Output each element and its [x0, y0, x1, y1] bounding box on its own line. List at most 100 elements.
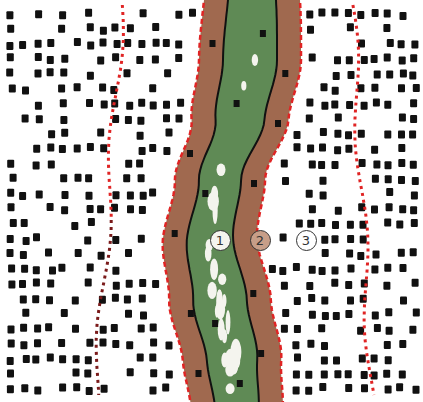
building: [332, 221, 339, 229]
building: [347, 23, 354, 31]
building: [20, 295, 27, 303]
building: [371, 146, 378, 154]
dotted-roads: [96, 5, 374, 395]
building: [361, 371, 368, 379]
building: [100, 326, 107, 334]
building: [149, 354, 156, 362]
building: [86, 99, 93, 107]
building: [21, 265, 28, 273]
building: [127, 205, 134, 213]
building: [22, 309, 29, 317]
building: [331, 9, 338, 17]
building: [307, 220, 314, 228]
building: [293, 371, 300, 379]
building: [34, 386, 41, 394]
building: [139, 206, 146, 214]
building: [361, 102, 368, 110]
building: [149, 144, 156, 152]
building: [293, 387, 300, 395]
building: [320, 191, 327, 199]
riverbank-zone: [163, 0, 301, 402]
building: [322, 249, 329, 257]
building: [137, 117, 144, 125]
building: [175, 11, 182, 19]
building: [335, 114, 342, 122]
building: [35, 102, 42, 110]
building: [346, 56, 353, 64]
building: [309, 205, 316, 213]
building: [126, 341, 133, 349]
building: [333, 312, 340, 320]
building: [281, 282, 288, 290]
building: [258, 350, 264, 357]
building: [398, 249, 405, 257]
building: [97, 129, 104, 137]
building: [237, 380, 243, 387]
building: [166, 341, 173, 349]
building: [124, 295, 131, 303]
building: [152, 280, 159, 288]
callout-circle: 2: [250, 230, 271, 251]
building: [386, 327, 393, 335]
building: [97, 56, 104, 64]
building: [8, 203, 15, 211]
building: [187, 150, 193, 157]
building: [409, 71, 416, 79]
building: [345, 281, 352, 289]
building: [410, 54, 417, 62]
building: [345, 131, 352, 139]
building: [210, 40, 216, 47]
building: [101, 101, 108, 109]
building: [347, 221, 354, 229]
building: [348, 265, 355, 273]
building: [385, 161, 392, 169]
building: [22, 86, 29, 94]
building: [309, 311, 316, 319]
building: [7, 25, 14, 33]
building: [318, 161, 325, 169]
building: [75, 174, 82, 182]
building: [60, 69, 67, 77]
building: [33, 162, 40, 170]
building: [72, 297, 79, 305]
callout-circle: 3: [296, 230, 317, 251]
building: [100, 39, 107, 47]
building: [322, 312, 329, 320]
building: [307, 26, 314, 34]
building: [321, 83, 328, 91]
building: [60, 174, 67, 182]
building: [111, 24, 118, 32]
building: [400, 69, 407, 77]
building: [48, 130, 55, 138]
building: [175, 54, 182, 62]
building: [400, 12, 407, 20]
building: [46, 296, 53, 304]
building: [7, 385, 14, 393]
building: [153, 39, 160, 47]
building: [163, 39, 170, 47]
building: [112, 340, 119, 348]
building: [47, 203, 54, 211]
building: [320, 128, 327, 136]
building: [318, 324, 325, 332]
building: [20, 251, 27, 259]
building: [410, 206, 417, 214]
building: [359, 355, 366, 363]
building: [138, 99, 145, 107]
building: [10, 219, 17, 227]
building: [73, 355, 80, 363]
building: [359, 159, 366, 167]
building: [357, 252, 364, 260]
building: [296, 219, 303, 227]
building: [125, 116, 132, 124]
building: [282, 177, 289, 185]
building: [61, 55, 68, 63]
building: [72, 325, 79, 333]
building: [100, 338, 107, 346]
building: [85, 9, 92, 17]
building: [400, 297, 407, 305]
building: [86, 339, 93, 347]
building: [74, 144, 81, 152]
building: [87, 264, 94, 272]
building: [166, 371, 173, 379]
